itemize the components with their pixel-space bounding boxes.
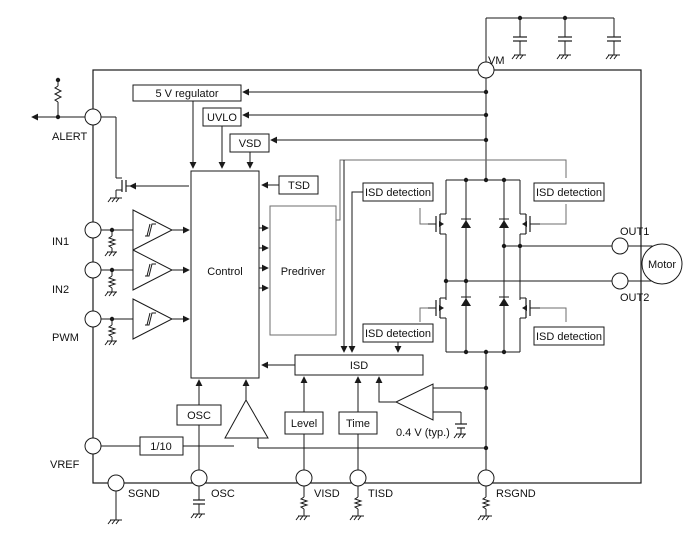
in1-pin — [84, 221, 102, 239]
input-stage-pwm: PWM — [52, 298, 190, 346]
vm-pin-label: VM — [488, 55, 505, 67]
pwm-pin-label: PWM — [52, 332, 79, 344]
isd-detection-label-1: ISD detection — [365, 187, 431, 199]
tisd-pin-label: TISD — [368, 488, 393, 500]
tsd-label: TSD — [288, 180, 310, 192]
h-bridge — [428, 177, 612, 355]
level-label: Level — [291, 418, 317, 430]
isd-detection-label-2: ISD detection — [536, 187, 602, 199]
gate-drive-wiring — [336, 159, 567, 322]
vref-pin-label: VREF — [50, 459, 80, 471]
predriver-block — [269, 205, 337, 336]
predriver-label: Predriver — [281, 266, 326, 278]
isd-detection-label-4: ISD detection — [536, 331, 602, 343]
vm-supply-rail — [485, 15, 621, 62]
in2-pin-label: IN2 — [52, 284, 69, 296]
rsgnd-pin — [477, 469, 495, 487]
pwm-pin — [84, 310, 102, 328]
regulator-block — [132, 84, 242, 102]
motor — [641, 243, 683, 285]
out1-pin — [611, 237, 629, 255]
control-label: Control — [207, 266, 242, 278]
osc-pin — [190, 469, 208, 487]
divider-label: 1/10 — [150, 441, 171, 453]
isd-detection-block-2 — [533, 182, 605, 202]
sgnd-pin — [107, 474, 125, 492]
alert-pin — [84, 108, 102, 126]
vsd-label: VSD — [239, 138, 262, 150]
visd-pin — [295, 469, 313, 487]
out2-pin-label: OUT2 — [620, 292, 649, 304]
tisd-pin — [349, 469, 367, 487]
input-stage-in2: IN2 — [52, 249, 190, 297]
isd-detection-label-3: ISD detection — [365, 328, 431, 340]
vref-pin — [84, 437, 102, 455]
regulator-label: 5 V regulator — [156, 88, 219, 100]
alert-pin-label: ALERT — [52, 131, 88, 143]
osc-block-label: OSC — [187, 410, 211, 422]
visd-pin-label: VISD — [314, 488, 340, 500]
vm-pin — [477, 61, 495, 79]
sgnd-pin-label: SGND — [128, 488, 160, 500]
isd-label: ISD — [350, 360, 368, 372]
time-label: Time — [346, 418, 370, 430]
input-stage-in1: IN1 — [52, 209, 190, 257]
out1-pin-label: OUT1 — [620, 226, 649, 238]
osc-pin-label: OSC — [211, 488, 235, 500]
current-comparator — [375, 376, 489, 439]
uvlo-label: UVLO — [207, 112, 237, 124]
vm-internal-rail — [242, 78, 489, 183]
in2-pin — [84, 261, 102, 279]
motor-label: Motor — [648, 259, 676, 271]
in1-pin-label: IN1 — [52, 236, 69, 248]
threshold-label: 0.4 V (typ.) — [396, 427, 450, 439]
rsgnd-pin-label: RSGND — [496, 488, 536, 500]
control-block — [190, 170, 260, 379]
reference-amplifier — [224, 398, 269, 439]
isd-detection-block-4 — [533, 326, 605, 346]
out2-pin — [611, 272, 629, 290]
